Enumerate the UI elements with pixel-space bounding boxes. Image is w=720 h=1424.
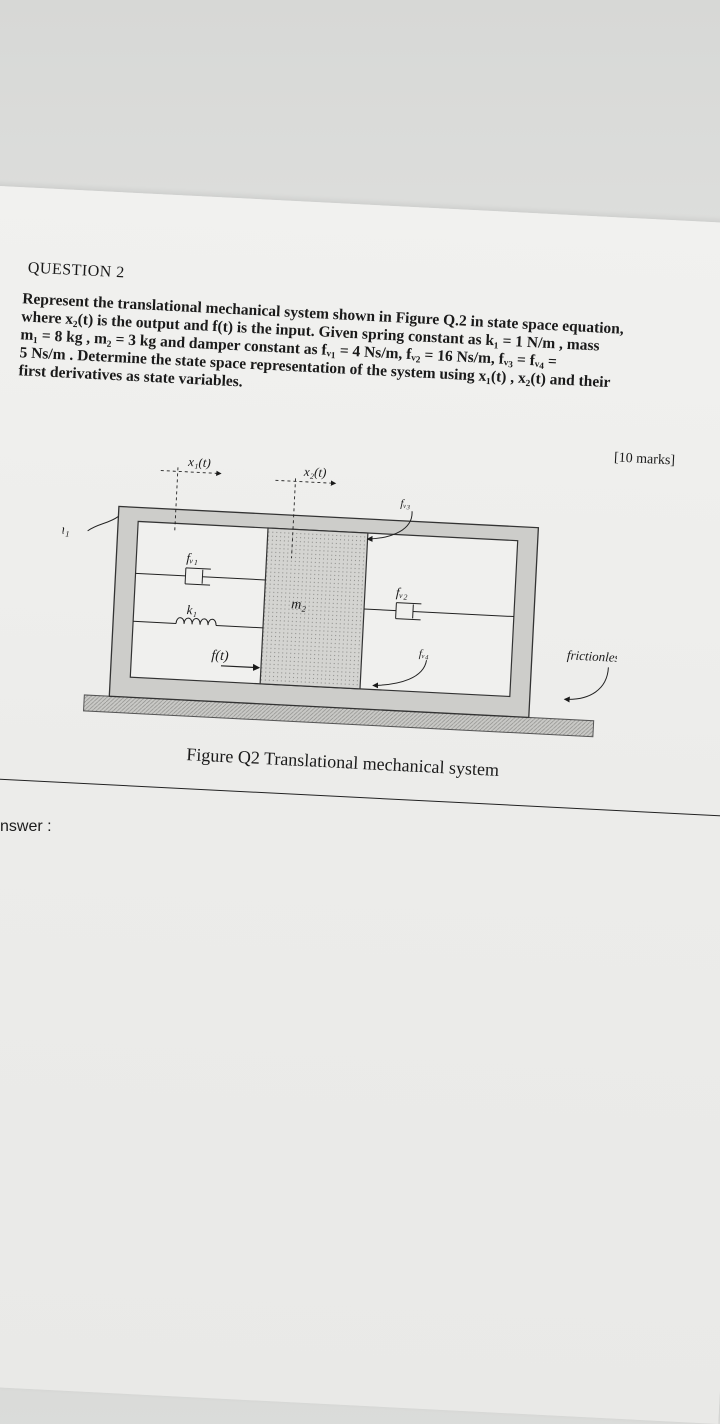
m1-leader (87, 516, 119, 532)
label-x1: x₁(t) (187, 454, 211, 470)
question-body: Represent the translational mechanical s… (18, 290, 702, 414)
exam-sheet: QUESTION 2 Represent the translational m… (0, 185, 720, 1424)
damper-fv2 (364, 602, 514, 621)
label-m1: m₁ (54, 522, 70, 538)
label-force: f(t) (211, 648, 229, 664)
label-fv2: fᵥ₂ (396, 585, 409, 601)
label-x2: x₂(t) (303, 464, 327, 480)
damper-fv1 (135, 567, 266, 586)
question-title: QUESTION 2 (27, 259, 126, 282)
x1-displacement-indicator (160, 467, 222, 533)
x2-displacement-indicator (275, 478, 337, 559)
fv4-leader (372, 660, 428, 689)
label-m2: m₂ (291, 597, 307, 613)
label-fv4: fᵥ₄ (419, 648, 430, 660)
marks-label: [10 marks] (613, 450, 676, 469)
label-fv3: fᵥ₃ (400, 498, 411, 510)
divider-line (0, 776, 720, 817)
label-fv1: fᵥ₁ (186, 550, 199, 566)
frictionless-leader (563, 667, 609, 703)
mechanical-system-figure: x₁(t) x₂(t) m₁ m₂ fᵥ₁ fᵥ₂ fᵥ₃ fᵥ₄ k₁ f(t… (54, 454, 625, 738)
label-k1: k₁ (186, 602, 197, 618)
fv3-leader (366, 511, 413, 542)
label-frictionless: frictionless (567, 647, 625, 665)
force-arrow (220, 663, 261, 672)
answer-label: nswer : (0, 818, 52, 835)
spring-k1 (133, 617, 263, 629)
mass-m2 (259, 527, 369, 690)
